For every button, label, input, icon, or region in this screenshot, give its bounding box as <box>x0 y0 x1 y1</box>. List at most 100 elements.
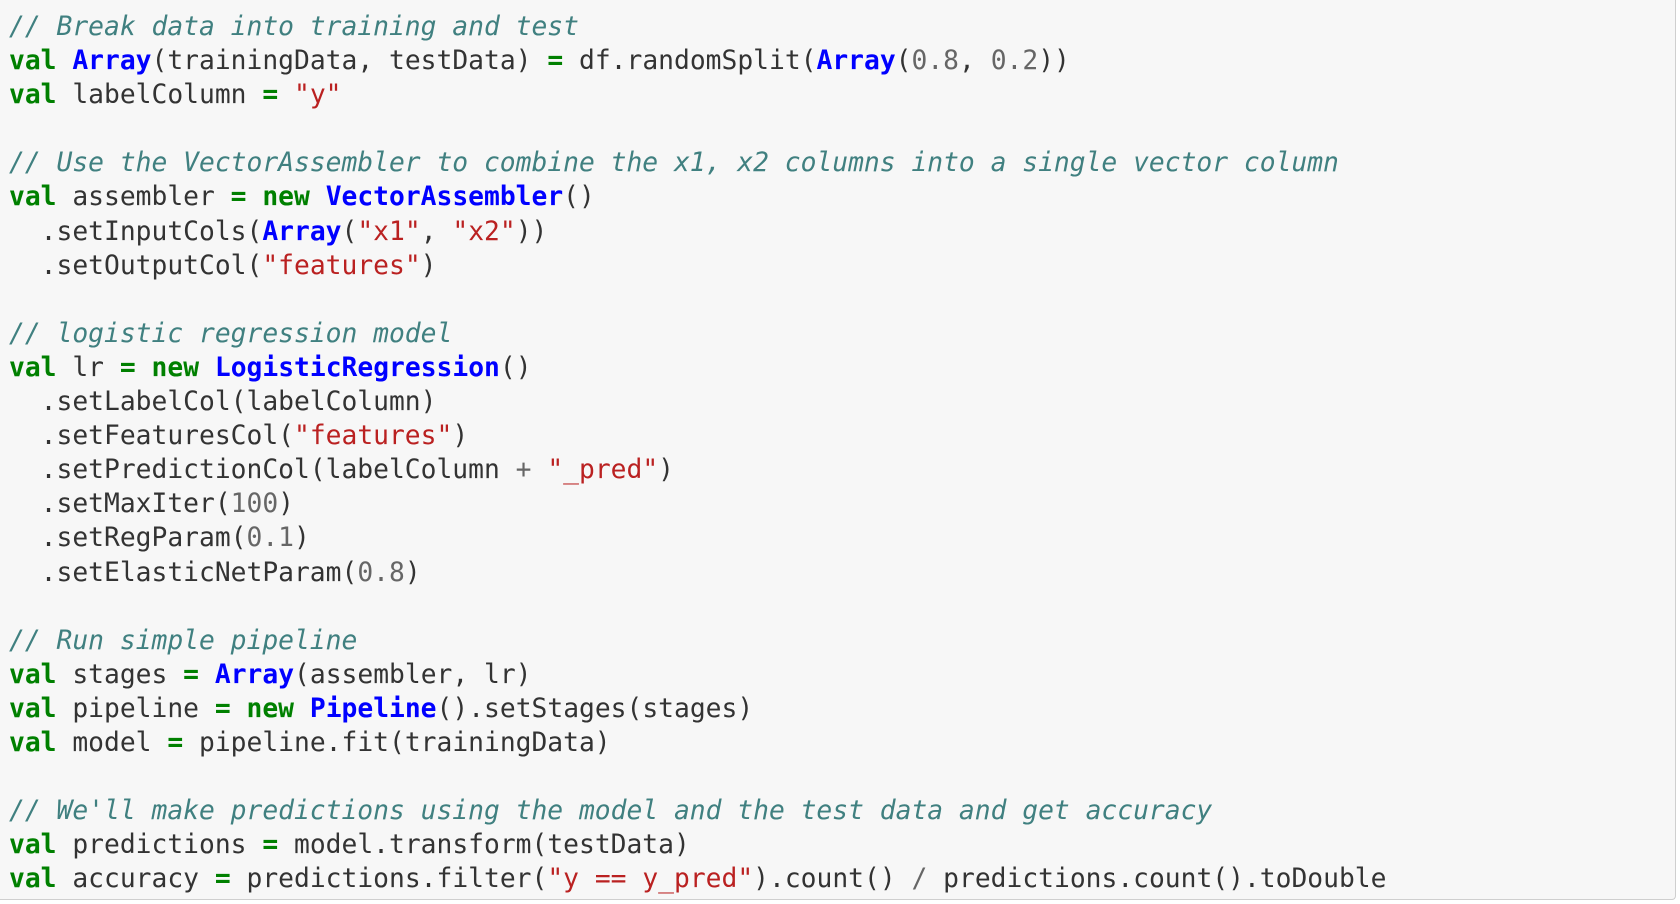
code-line[interactable]: ​ <box>9 590 1386 624</box>
code-string: "features" <box>262 250 421 281</box>
code-keyword: val <box>9 659 57 690</box>
code-number: 0.8 <box>911 46 960 77</box>
code-operator: + <box>515 455 532 486</box>
code-text: lr <box>56 352 120 383</box>
code-line[interactable]: val predictions = model.transform(testDa… <box>9 828 1386 862</box>
code-keyword: new <box>246 693 295 724</box>
code-line[interactable]: // Use the VectorAssembler to combine th… <box>9 146 1386 180</box>
code-keyword: val <box>9 864 57 895</box>
code-line[interactable]: .setElasticNetParam(0.8) <box>9 556 1386 590</box>
code-keyword: = <box>119 352 136 383</box>
code-text <box>199 660 215 690</box>
code-line[interactable]: // Break data into training and test <box>9 10 1386 44</box>
code-number: 0.8 <box>357 557 405 588</box>
code-comment: // Run simple pipeline <box>9 625 358 656</box>
code-keyword: = <box>262 830 279 861</box>
code-text: .setMaxIter( <box>9 489 231 520</box>
code-text: (trainingData, testData) <box>151 46 548 77</box>
code-text: ( <box>895 46 912 77</box>
code-text: ( <box>341 216 358 247</box>
code-text: accuracy <box>56 864 215 895</box>
code-line[interactable]: val model = pipeline.fit(trainingData) <box>9 726 1386 760</box>
code-text: .setFeaturesCol( <box>9 421 294 452</box>
code-type-name: Pipeline <box>309 693 437 724</box>
code-text: .setPredictionCol(labelColumn <box>9 455 516 486</box>
code-keyword: val <box>9 46 57 77</box>
code-text <box>57 46 73 76</box>
code-string: "x1" <box>357 216 421 247</box>
code-line[interactable]: val assembler = new VectorAssembler() <box>9 180 1386 214</box>
code-line[interactable]: .setPredictionCol(labelColumn + "_pred") <box>9 453 1386 487</box>
code-text <box>294 694 310 724</box>
code-line[interactable]: .setRegParam(0.1) <box>9 521 1386 555</box>
code-text: )) <box>1038 46 1070 77</box>
code-string: "x2" <box>452 216 516 247</box>
code-text: .setOutputCol( <box>9 250 263 281</box>
code-text: ().setStages(stages) <box>436 693 754 724</box>
code-line[interactable]: .setLabelCol(labelColumn) <box>9 385 1386 419</box>
code-comment: // Break data into training and test <box>9 12 579 42</box>
code-string: "features" <box>293 421 453 452</box>
code-number: 0.1 <box>246 523 294 554</box>
code-text: predictions <box>56 830 263 861</box>
code-type-name: Array <box>214 659 295 690</box>
code-text: () <box>563 182 595 213</box>
code-keyword: = <box>214 864 231 895</box>
code-keyword: = <box>230 182 247 213</box>
code-text: stages <box>56 659 184 690</box>
code-text <box>199 353 215 383</box>
code-text: pipeline <box>56 693 215 724</box>
code-text: , <box>420 216 453 247</box>
code-line[interactable]: .setMaxIter(100) <box>9 487 1386 521</box>
code-line[interactable]: // We'll make predictions using the mode… <box>9 794 1386 828</box>
code-keyword: val <box>9 80 57 111</box>
code-comment: // We'll make predictions using the mode… <box>9 796 1213 827</box>
code-keyword: val <box>9 693 57 724</box>
code-text: ) <box>452 421 469 452</box>
code-operator: / <box>911 864 928 895</box>
code-keyword: val <box>9 182 57 213</box>
code-line[interactable]: val lr = new LogisticRegression() <box>9 351 1386 385</box>
code-line[interactable]: val Array(trainingData, testData) = df.r… <box>9 44 1386 78</box>
code-line[interactable]: ​ <box>9 112 1386 146</box>
code-keyword: new <box>151 352 200 383</box>
code-text <box>310 182 326 212</box>
code-keyword: = <box>214 693 231 724</box>
code-type-name: Array <box>816 46 896 77</box>
code-line[interactable]: val labelColumn = "y" <box>9 78 1386 112</box>
code-text <box>531 455 547 485</box>
code-comment: // logistic regression model <box>9 318 453 349</box>
code-text: ) <box>658 455 674 486</box>
code-line[interactable]: val accuracy = predictions.filter("y == … <box>9 862 1386 896</box>
code-line[interactable]: // logistic regression model <box>9 317 1386 351</box>
code-text: () <box>499 352 532 383</box>
code-line[interactable]: .setFeaturesCol("features") <box>9 419 1386 453</box>
code-line[interactable]: .setInputCols(Array("x1", "x2")) <box>9 215 1386 249</box>
code-line[interactable]: val pipeline = new Pipeline().setStages(… <box>9 692 1386 726</box>
code-keyword: = <box>183 659 200 690</box>
code-text: labelColumn <box>56 80 263 111</box>
code-text: )) <box>515 216 548 247</box>
code-keyword: val <box>9 352 57 383</box>
code-text: ) <box>420 250 437 281</box>
code-comment: // Use the VectorAssembler to combine th… <box>9 148 1339 179</box>
code-line[interactable]: .setOutputCol("features") <box>9 249 1386 283</box>
code-text: pipeline.fit(trainingData) <box>183 727 611 758</box>
code-type-name: Array <box>262 216 342 247</box>
code-text <box>278 80 294 110</box>
code-line[interactable]: val stages = Array(assembler, lr) <box>9 658 1386 692</box>
code-text: ).count() <box>753 864 912 895</box>
code-text: predictions.filter( <box>230 864 548 895</box>
code-text <box>247 182 263 212</box>
code-line[interactable]: // Run simple pipeline <box>9 624 1386 658</box>
code-line[interactable]: ​ <box>9 760 1386 794</box>
code-text: df.randomSplit( <box>563 46 817 77</box>
code-text <box>136 353 152 383</box>
code-line[interactable]: ​ <box>9 283 1386 317</box>
code-string: "y" <box>294 80 342 111</box>
code-keyword: = <box>262 80 279 111</box>
code-keyword: val <box>9 727 57 758</box>
code-type-name: Array <box>72 46 152 77</box>
